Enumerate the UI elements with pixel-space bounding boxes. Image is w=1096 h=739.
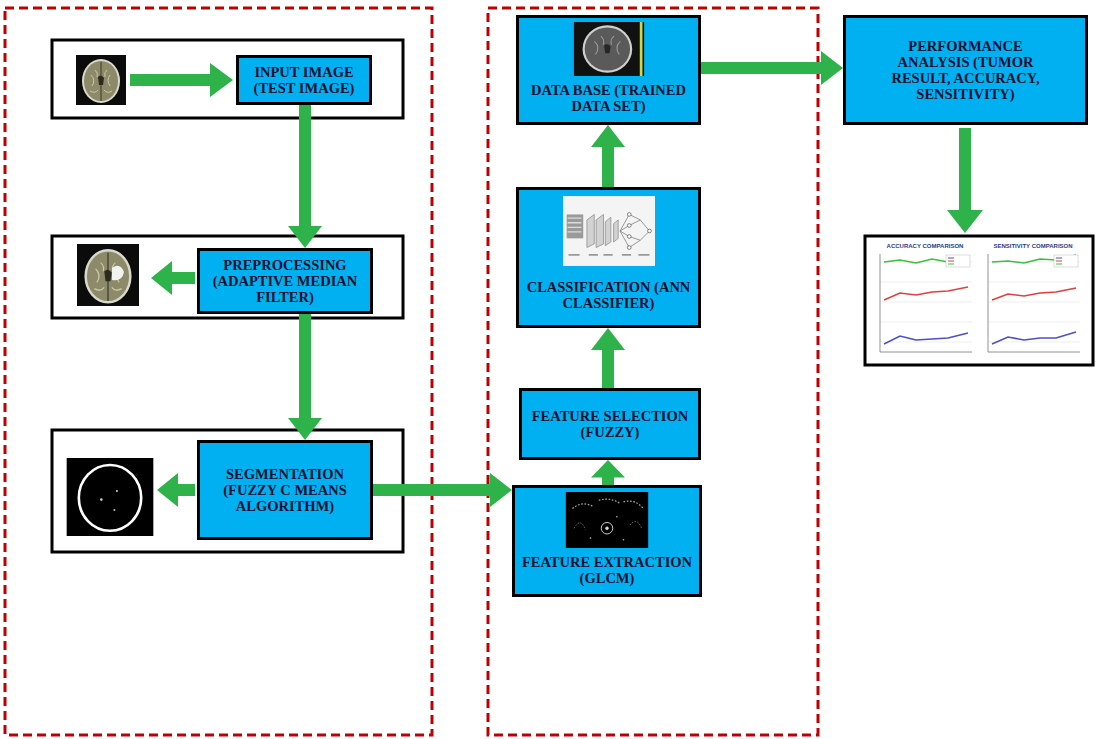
arrow-shaft [602,477,614,486]
box-label: FEATURE SELECTION (FUZZY) [530,408,690,440]
arrow-shaft [701,62,822,74]
group-frame [488,8,818,735]
box-label: SEGMENTATION (FUZZY C MEANS ALGORITHM) [214,466,356,514]
arrow-head [591,460,625,478]
chart-title: SENSITIVITY COMPARISON [986,243,1080,250]
arrow-shaft [373,484,491,496]
process-box: PERFORMANCE ANALYSIS (TUMOR RESULT, ACCU… [843,15,1088,125]
process-box: PREPROCESSING (ADAPTIVE MEDIAN FILTER) [197,248,373,314]
local-arrow [130,63,233,97]
mri-thumbnail [76,55,126,105]
process-box: SEGMENTATION (FUZZY C MEANS ALGORITHM) [197,440,373,540]
arrow-head [288,418,322,440]
flow-arrow [591,125,625,187]
arrow-shaft [602,349,614,388]
process-box: CLASSIFICATION (ANN CLASSIFIER) [516,187,701,328]
box-label: PERFORMANCE ANALYSIS (TUMOR RESULT, ACCU… [882,38,1049,102]
process-box: INPUT IMAGE (TEST IMAGE) [236,55,372,105]
chart-title: ACCURACY COMPARISON [878,243,972,250]
arrow-head [821,51,843,85]
process-box: DATA BASE (TRAINED DATA SET) [516,15,701,125]
box-label: CLASSIFICATION (ANN CLASSIFIER) [525,279,692,311]
mri-thumbnail [573,22,645,76]
process-box: FEATURE SELECTION (FUZZY) [519,388,701,460]
local-arrow [157,473,195,507]
mri-thumbnail [77,244,139,306]
arrow-head [591,125,625,147]
box-label: DATA BASE (TRAINED DATA SET) [525,82,692,114]
arrow-head [591,328,625,350]
arrow-shaft [299,105,311,227]
flow-arrow [591,328,625,388]
result-chart [865,236,1093,365]
box-label: FEATURE EXTRACTION (GLCM) [519,554,695,586]
local-arrow [151,261,195,295]
stage-panel [52,430,403,552]
box-label: PREPROCESSING (ADAPTIVE MEDIAN FILTER) [208,257,362,305]
stage-panel [52,236,403,318]
box-label: INPUT IMAGE (TEST IMAGE) [245,64,363,96]
process-box: FEATURE EXTRACTION (GLCM) [512,485,702,597]
flow-arrow [591,460,625,485]
ann-illustration [563,196,655,266]
stage-panel [52,40,403,118]
flow-arrow [701,51,843,85]
arrow-head [490,473,512,507]
flow-arrow [373,473,512,507]
arrow-head [288,226,322,248]
flow-arrow [288,314,322,440]
arrow-shaft [299,314,311,419]
local-arrow [947,128,983,233]
glcm-image [565,492,649,548]
segmented-thumbnail [67,458,154,536]
arrow-shaft [602,146,614,187]
group-frame [5,8,432,735]
flow-arrow [288,105,322,248]
